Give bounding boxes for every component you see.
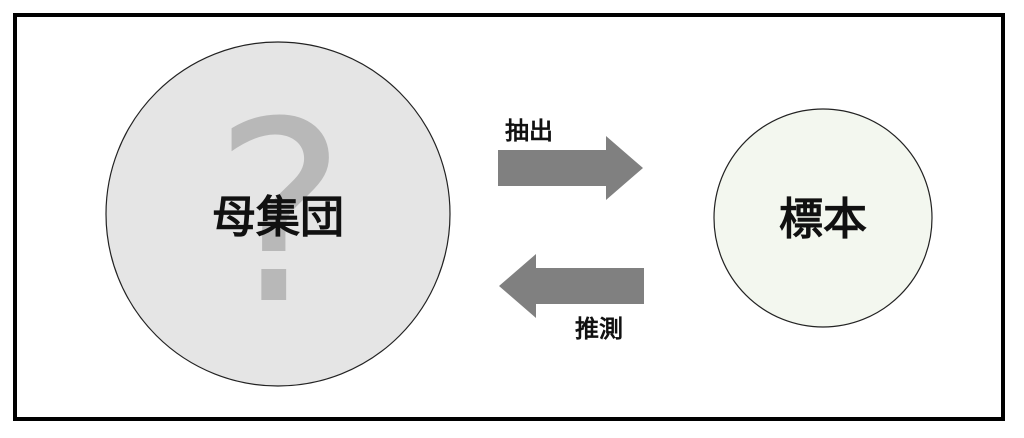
inference-arrow (499, 254, 644, 318)
sample-circle (713, 108, 933, 328)
extraction-label: 抽出 (505, 117, 553, 145)
extraction-arrow (498, 136, 643, 200)
inference-label: 推測 (575, 315, 623, 343)
population-label: 母集団 (212, 192, 344, 243)
sample-label: 標本 (779, 194, 867, 245)
population-circle (105, 41, 451, 387)
question-mark: ? (214, 68, 347, 359)
